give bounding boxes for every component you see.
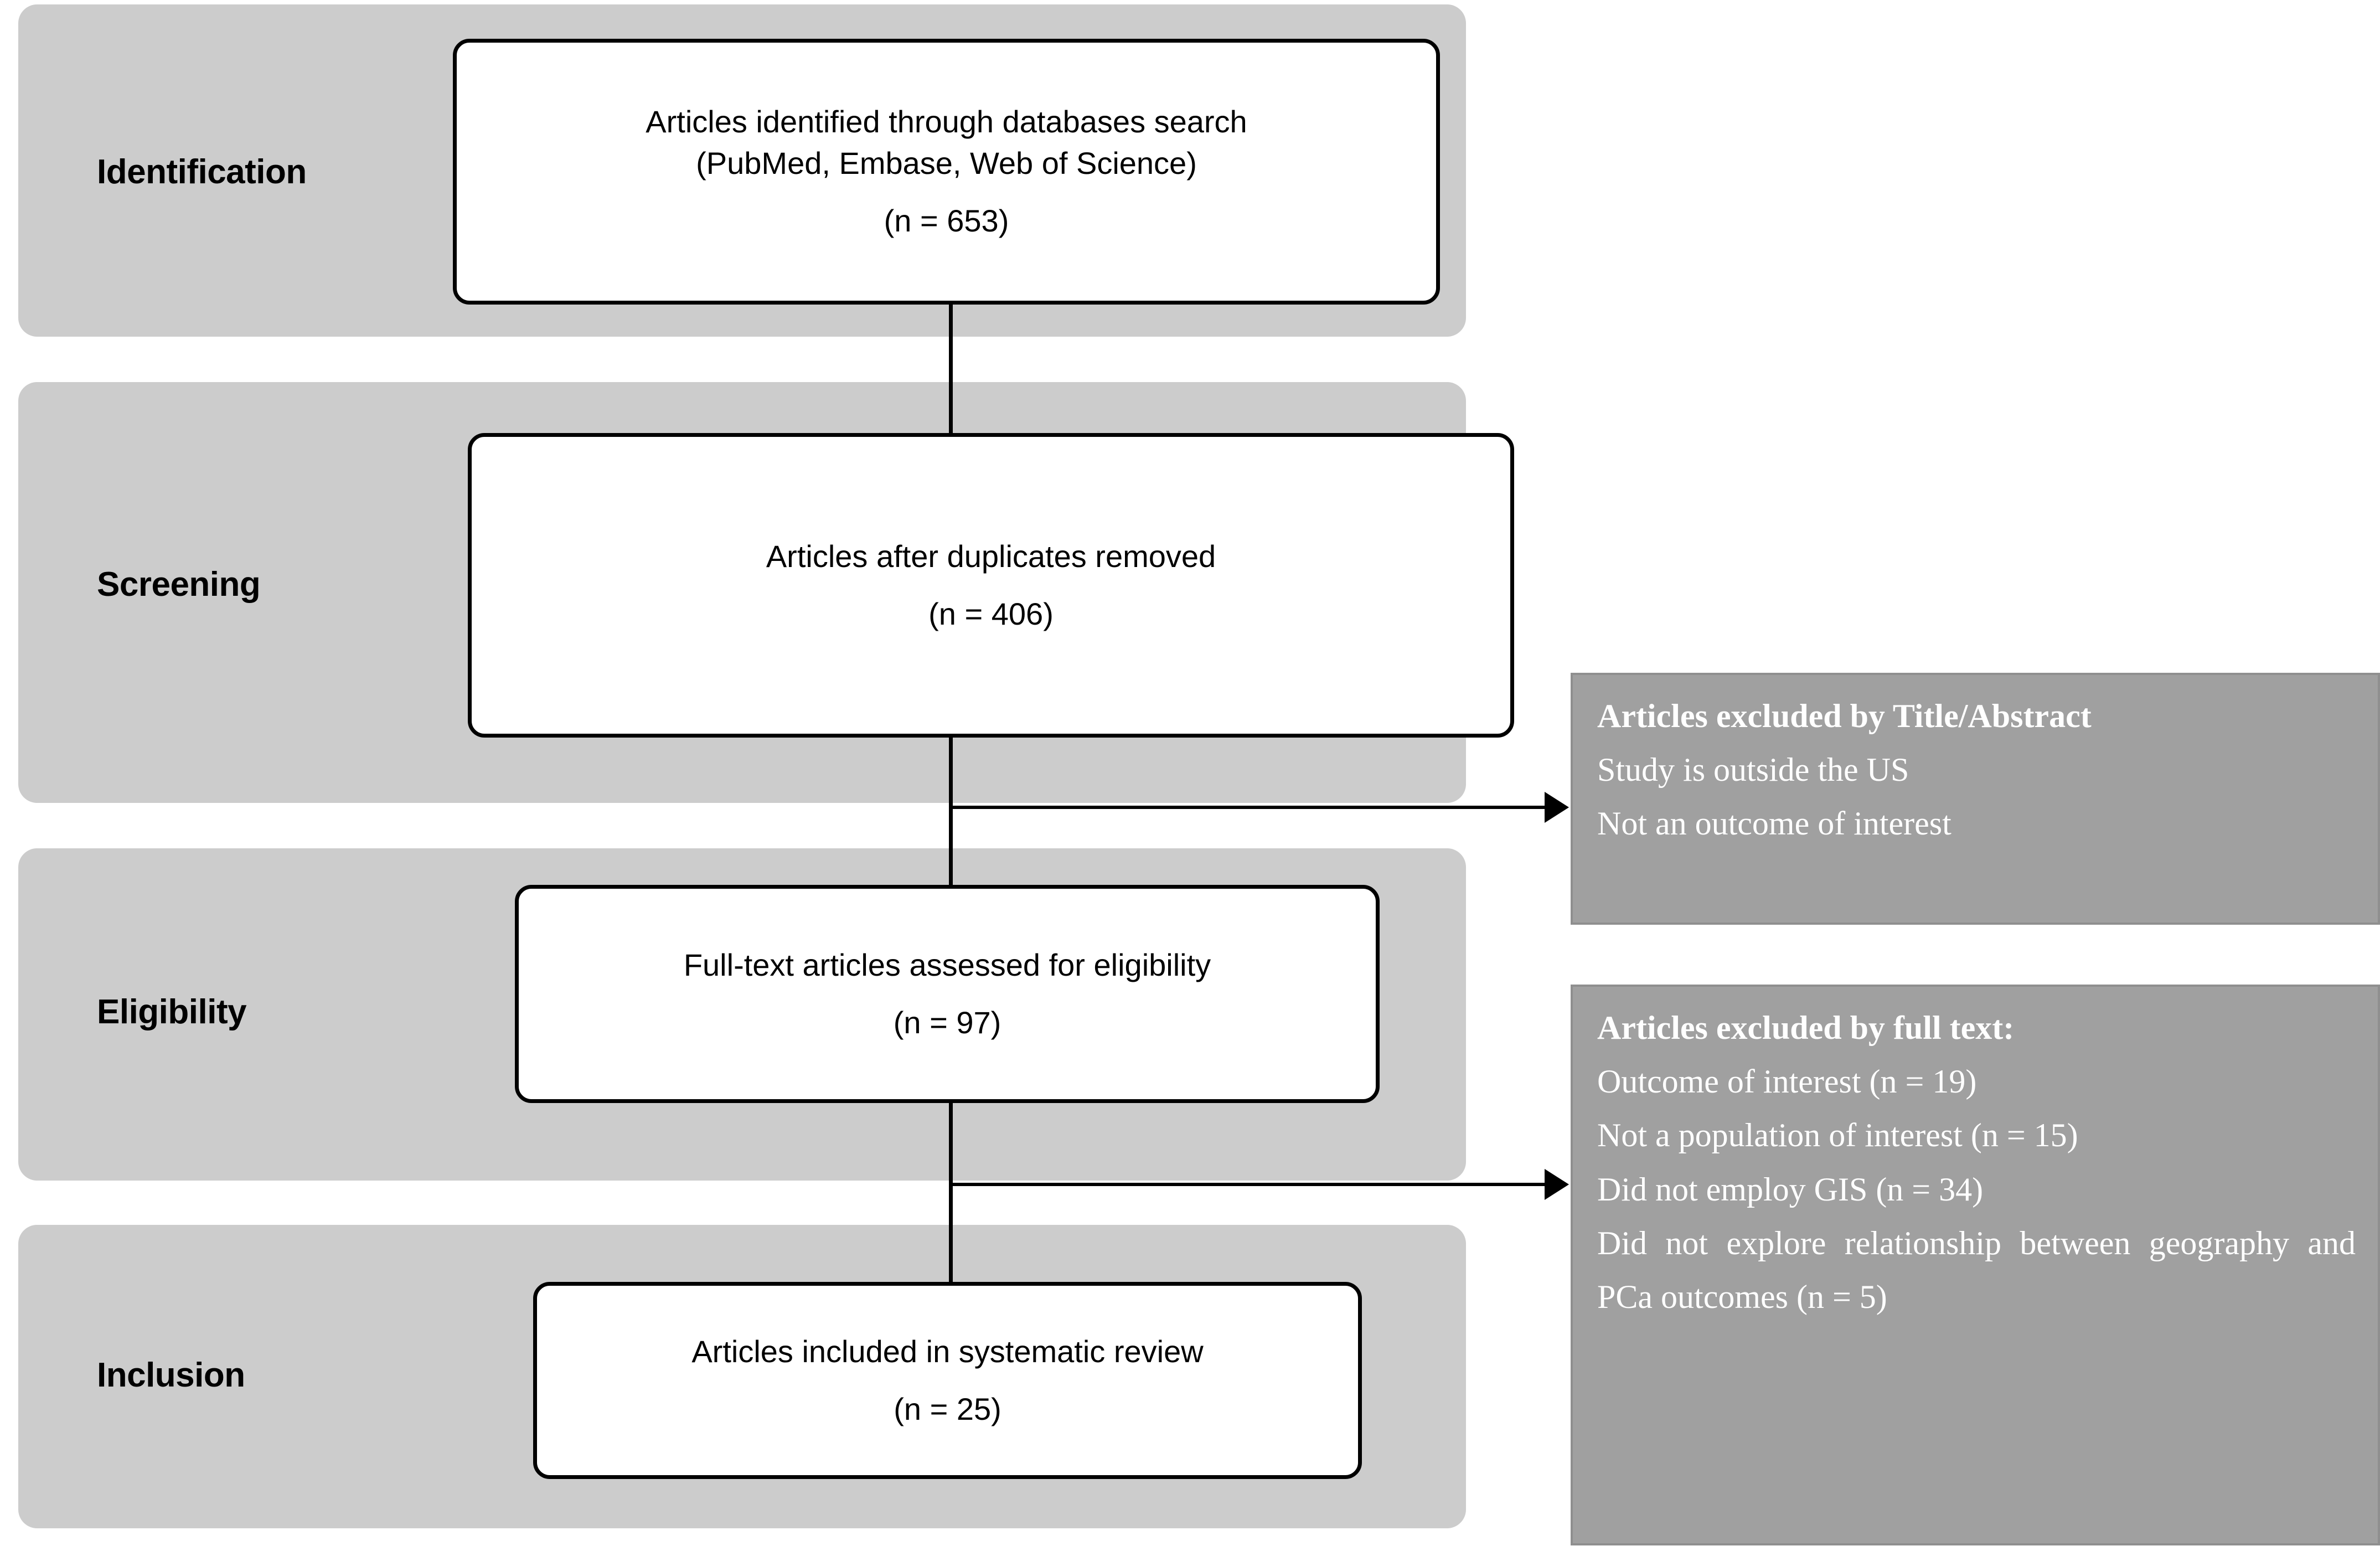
flow-box-screening: Articles after duplicates removed (n = 4… xyxy=(468,433,1514,738)
connector-identification-to-screening xyxy=(949,303,953,436)
arrowhead-exclusion-title-abstract xyxy=(1545,792,1569,823)
connector-screening-to-eligibility xyxy=(949,736,953,886)
exclusion-box-title-abstract: Articles excluded by Title/Abstract Stud… xyxy=(1571,673,2380,925)
flow-box-eligibility: Full-text articles assessed for eligibil… xyxy=(515,885,1380,1103)
flow-box-identification-line-1: Articles identified through databases se… xyxy=(646,104,1247,140)
connector-to-exclusion-full-text xyxy=(949,1183,1563,1186)
flow-box-screening-line-1: Articles after duplicates removed xyxy=(766,538,1216,574)
stage-label-identification: Identification xyxy=(97,153,307,191)
exclusion-box-full-text: Articles excluded by full text: Outcome … xyxy=(1571,985,2380,1545)
arrowhead-exclusion-full-text xyxy=(1545,1169,1569,1200)
flow-box-identification-line-2: (PubMed, Embase, Web of Science) xyxy=(696,145,1197,181)
exclusion-title-abstract-reason-2: Not an outcome of interest xyxy=(1597,805,1952,842)
flow-box-eligibility-line-1: Full-text articles assessed for eligibil… xyxy=(683,947,1211,982)
stage-label-screening: Screening xyxy=(97,565,261,604)
flow-box-screening-count: (n = 406) xyxy=(928,596,1054,631)
flow-box-eligibility-count: (n = 97) xyxy=(893,1005,1001,1040)
connector-to-exclusion-title-abstract xyxy=(949,806,1563,809)
exclusion-full-text-heading: Articles excluded by full text: xyxy=(1597,1009,2015,1046)
flow-box-inclusion-line-1: Articles included in systematic review xyxy=(691,1333,1204,1369)
exclusion-title-abstract-heading: Articles excluded by Title/Abstract xyxy=(1597,698,2092,734)
exclusion-full-text-reason-3: Did not employ GIS (n = 34) xyxy=(1597,1171,1984,1208)
flow-box-identification-count: (n = 653) xyxy=(884,203,1009,239)
stage-label-eligibility: Eligibility xyxy=(97,993,247,1031)
flow-box-inclusion-count: (n = 25) xyxy=(894,1392,1001,1426)
connector-eligibility-to-inclusion xyxy=(949,1102,953,1284)
flow-box-identification: Articles identified through databases se… xyxy=(453,39,1440,305)
stage-label-inclusion: Inclusion xyxy=(97,1356,245,1394)
exclusion-full-text-reason-1: Outcome of interest (n = 19) xyxy=(1597,1063,1977,1100)
exclusion-title-abstract-reason-1: Study is outside the US xyxy=(1597,751,1909,789)
flow-box-inclusion: Articles included in systematic review (… xyxy=(533,1282,1362,1479)
exclusion-full-text-reason-2: Not a population of interest (n = 15) xyxy=(1597,1117,2078,1154)
exclusion-full-text-reason-4: Did not explore relationship between geo… xyxy=(1597,1224,2356,1315)
